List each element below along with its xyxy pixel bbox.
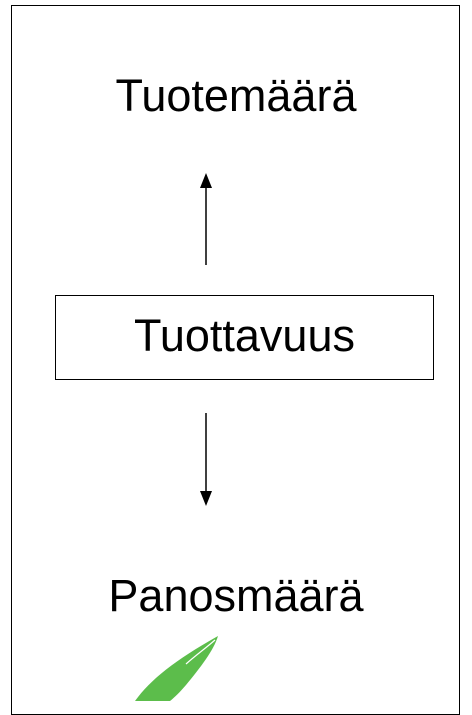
productivity-box bbox=[55, 295, 434, 380]
input-quantity-label: Panosmäärä bbox=[108, 570, 364, 621]
leaf-logo-icon bbox=[135, 636, 218, 701]
output-quantity-label: Tuotemäärä bbox=[115, 70, 357, 121]
down-arrow-icon bbox=[200, 413, 212, 506]
up-arrow-icon bbox=[200, 173, 212, 265]
productivity-label: Tuottavuus bbox=[134, 310, 355, 361]
